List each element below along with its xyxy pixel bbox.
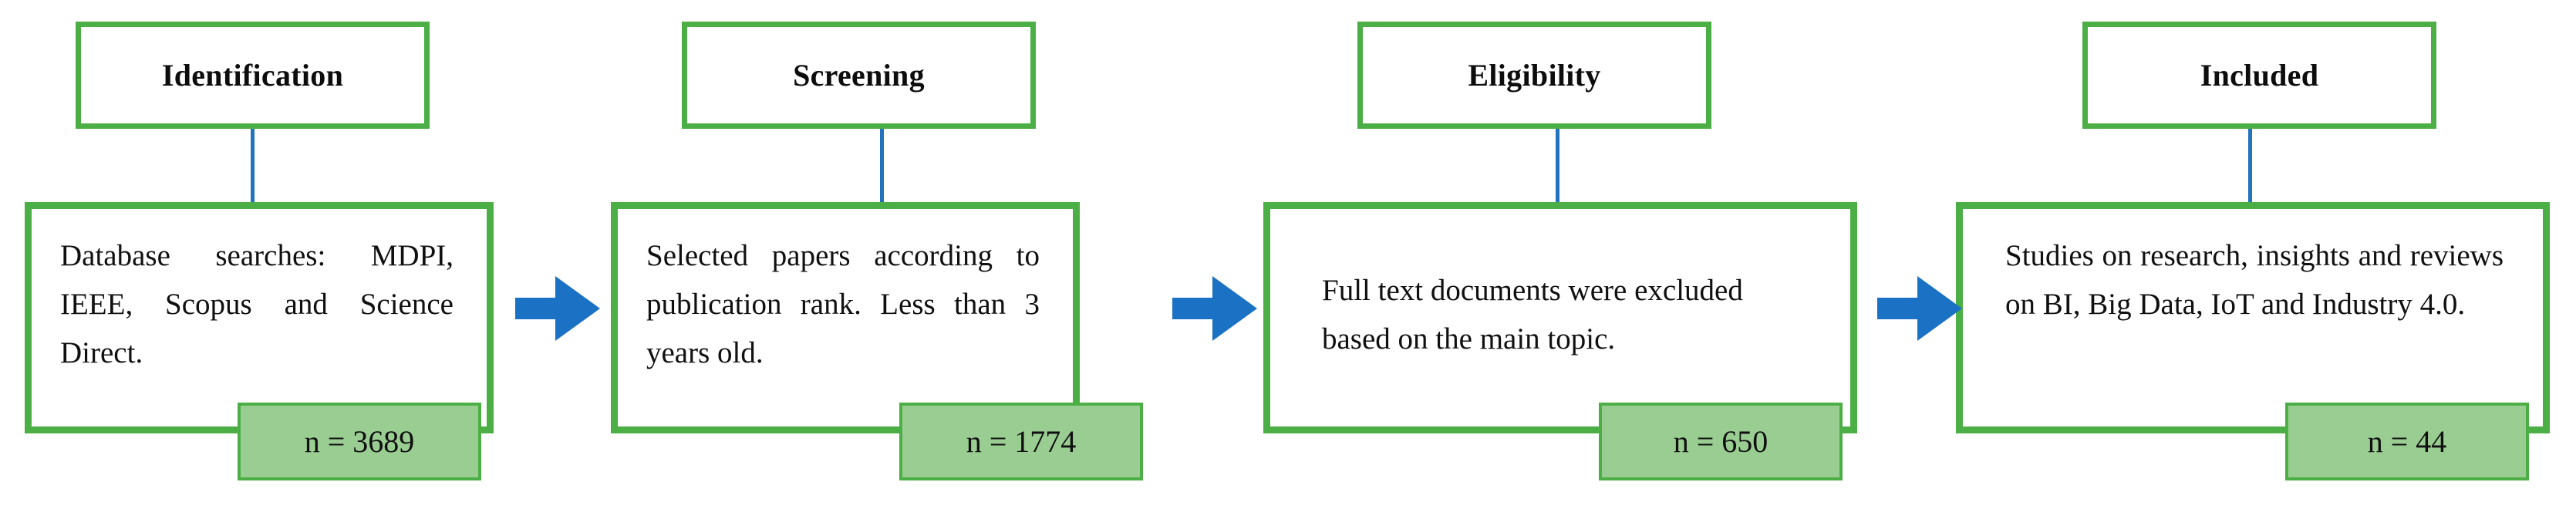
- header-box-screening: Screening: [682, 22, 1036, 129]
- connector-screening: [880, 129, 884, 202]
- header-title-eligibility: Eligibility: [1468, 57, 1601, 93]
- header-box-included: Included: [2082, 22, 2436, 129]
- count-badge-identification: n = 3689: [238, 403, 481, 480]
- body-text-screening: Selected papers according to publication…: [646, 239, 1040, 370]
- header-box-eligibility: Eligibility: [1357, 22, 1711, 129]
- count-label-screening: n = 1774: [966, 424, 1077, 459]
- arrow-identification-to-screening: [515, 276, 600, 341]
- body-box-included: [1956, 202, 2550, 433]
- count-label-identification: n = 3689: [304, 424, 415, 459]
- count-badge-screening: n = 1774: [899, 403, 1143, 480]
- connector-eligibility: [1556, 129, 1559, 202]
- count-badge-included: n = 44: [2285, 403, 2529, 480]
- count-badge-eligibility: n = 650: [1599, 403, 1843, 480]
- connector-identification: [251, 129, 255, 202]
- body-text-included: Studies on research, insights and review…: [2005, 239, 2504, 322]
- header-title-identification: Identification: [161, 57, 344, 93]
- arrow-screening-to-eligibility: [1172, 276, 1257, 341]
- header-box-identification: Identification: [76, 22, 430, 129]
- header-title-included: Included: [2200, 57, 2319, 93]
- count-label-eligibility: n = 650: [1673, 424, 1768, 459]
- body-box-identification: [25, 202, 494, 433]
- body-text-eligibility: Full text documents were excluded based …: [1322, 274, 1743, 356]
- body-text-identification: Database searches: MDPI, IEEE, Scopus an…: [60, 239, 453, 370]
- arrow-eligibility-to-included: [1877, 276, 1962, 341]
- header-title-screening: Screening: [793, 57, 925, 93]
- body-box-screening: [611, 202, 1080, 433]
- connector-included: [2248, 129, 2252, 202]
- body-box-eligibility: [1263, 202, 1857, 433]
- count-label-included: n = 44: [2367, 424, 2447, 459]
